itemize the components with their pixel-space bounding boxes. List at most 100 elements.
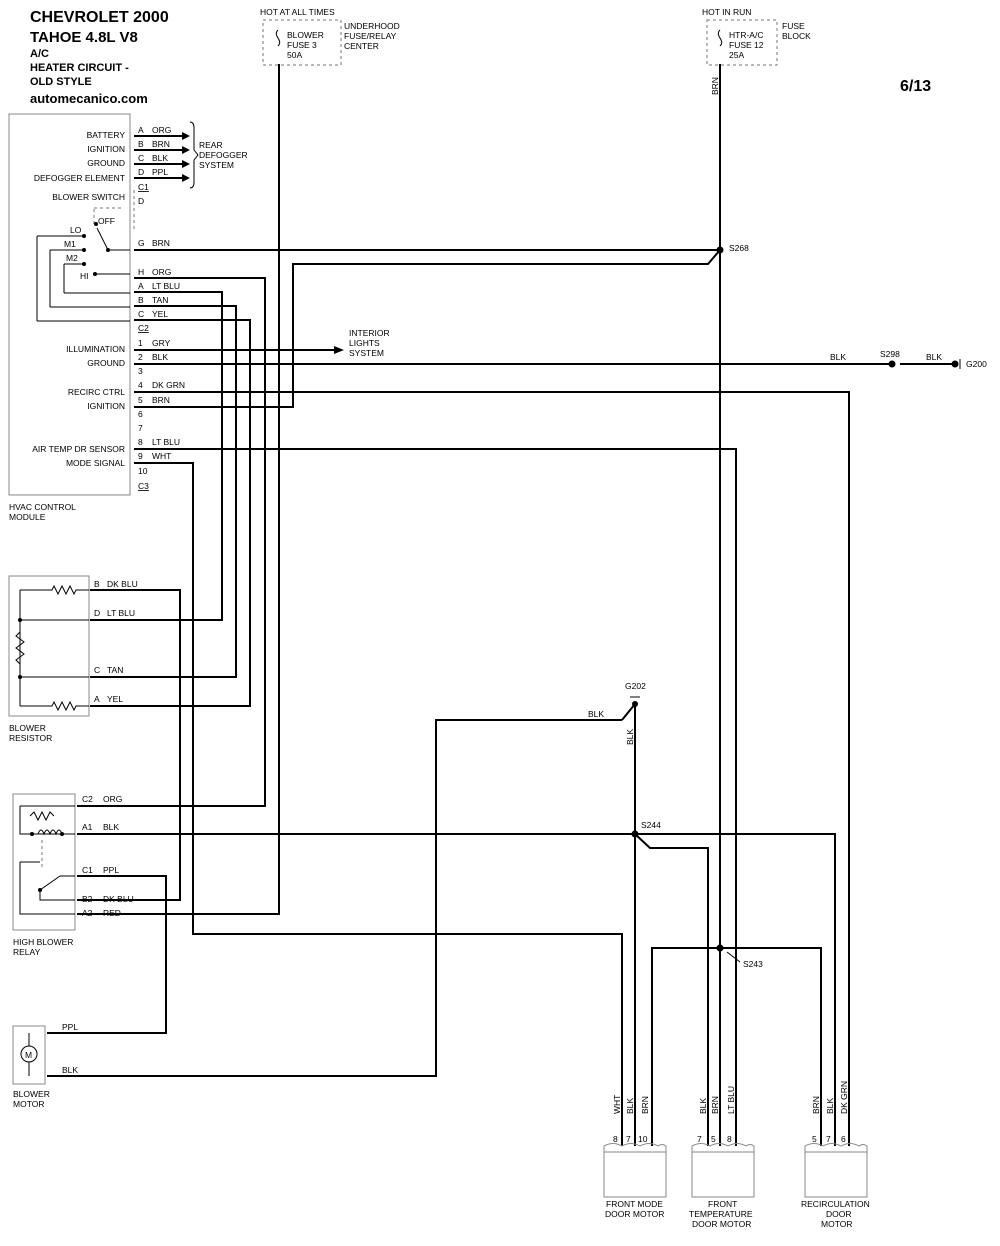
blower-resistor-box [8, 575, 90, 717]
switch-off-label: OFF [98, 216, 115, 226]
hvac-connector-c1: C1 [138, 182, 149, 192]
wire-color-h-org: ORG [152, 267, 171, 277]
site-name: automecanico.com [30, 91, 148, 106]
fuse12-name: HTR-A/C [729, 30, 763, 40]
s298-left-wire: BLK [830, 352, 846, 362]
motor-symbol: M [25, 1050, 32, 1060]
wire-color-brn-2: BRN [152, 395, 170, 405]
relay-pin-c2: C2 [82, 794, 93, 804]
recirc-name-2: DOOR [826, 1209, 852, 1219]
resistor-wire-yel: YEL [107, 694, 123, 704]
recirc-name-1: RECIRCULATION [801, 1199, 870, 1209]
switch-m2-label: M2 [66, 253, 78, 263]
blower-switch [36, 207, 130, 322]
hvac-pin: B [138, 295, 144, 305]
hvac-pin: 9 [138, 451, 143, 461]
title-style: OLD STYLE [30, 76, 92, 88]
recirc-door-motor-box [804, 1151, 868, 1198]
hvac-pin: H [138, 267, 144, 277]
hvac-pin: C [138, 153, 144, 163]
relay-wire-ppl: PPL [103, 865, 119, 875]
wire-color-org: ORG [152, 125, 171, 135]
title-make-year: CHEVROLET 2000 [30, 9, 169, 26]
wire-color-yel: YEL [152, 309, 168, 319]
relay-pin-a2: A2 [82, 908, 93, 918]
switch-m1-label: M1 [64, 239, 76, 249]
rear-defogger-label-3: SYSTEM [199, 160, 234, 170]
splice-s244 [631, 830, 639, 838]
fuse3-name: BLOWER [287, 30, 324, 40]
g200-label: G200 [966, 359, 987, 369]
wire-color-dkgrn: DK GRN [152, 380, 185, 390]
interior-lights-label-3: SYSTEM [349, 348, 384, 358]
hvac-module-name-1: HVAC CONTROL [9, 502, 76, 512]
front-mode-pin: 7 [626, 1134, 631, 1144]
relay-pin-b2: B2 [82, 894, 93, 904]
hvac-pin: 5 [138, 395, 143, 405]
front-temp-name-1: FRONT [708, 1199, 737, 1209]
ground-g202 [632, 701, 638, 707]
relay-wire-red: RED [103, 908, 121, 918]
hvac-label-battery: BATTERY [87, 130, 126, 140]
interior-lights-label-1: INTERIOR [349, 328, 390, 338]
fuse12-number: FUSE 12 [729, 40, 764, 50]
hot-in-run-label: HOT IN RUN [702, 7, 751, 17]
hvac-pin: A [138, 281, 144, 291]
hvac-label-defogger: DEFOGGER ELEMENT [34, 173, 125, 183]
relay-pin-c1: C1 [82, 865, 93, 875]
recirc-wire-brn: BRN [811, 1096, 821, 1114]
blower-resistor-name-2: RESISTOR [9, 733, 52, 743]
hvac-label-mode-signal: MODE SIGNAL [66, 458, 125, 468]
front-temp-pin: 7 [697, 1134, 702, 1144]
hvac-label-ground: GROUND [87, 158, 125, 168]
fuse12-wire-color: BRN [710, 77, 720, 95]
wire-color-blk-2: BLK [152, 352, 168, 362]
high-blower-relay-box [12, 793, 76, 931]
front-mode-door-motor-box [603, 1151, 667, 1198]
s243-leader [726, 951, 741, 963]
high-blower-relay-name-1: HIGH BLOWER [13, 937, 73, 947]
illumination-arrow [334, 346, 344, 354]
recirc-pin: 7 [826, 1134, 831, 1144]
resistor-wire-ltblu: LT BLU [107, 608, 135, 618]
hvac-pin-group: A B C D C1 D G H A B C C2 1 2 3 4 5 6 7 … [138, 125, 149, 491]
recirc-pin: 5 [812, 1134, 817, 1144]
wire-color-tan: TAN [152, 295, 168, 305]
s243-label: S243 [743, 959, 763, 969]
motor-wire-blk: BLK [62, 1065, 78, 1075]
underhood-label-3: CENTER [344, 41, 379, 51]
front-temp-name-3: DOOR MOTOR [692, 1219, 751, 1229]
splice-s298 [888, 360, 896, 368]
hot-all-times-label: HOT AT ALL TIMES [260, 7, 335, 17]
rear-defogger-label-2: DEFOGGER [199, 150, 248, 160]
page-number: 6/13 [900, 78, 931, 95]
relay-wire-dkblu: DK BLU [103, 894, 134, 904]
hvac-pin: B [138, 139, 144, 149]
front-mode-name-2: DOOR MOTOR [605, 1209, 664, 1219]
fuse-block-box [706, 19, 778, 66]
wire-color-blk: BLK [152, 153, 168, 163]
resistor-pin-a: A [94, 694, 100, 704]
g202-vertical-wire-color: BLK [625, 729, 635, 745]
fuse3-rating: 50A [287, 50, 302, 60]
title-model: TAHOE 4.8L V8 [30, 29, 138, 46]
high-blower-relay-internal [19, 805, 75, 915]
recirc-wire-dkgrn: DK GRN [839, 1081, 849, 1114]
front-temp-name-2: TEMPERATURE [689, 1209, 753, 1219]
blower-resistor-internal [15, 584, 89, 712]
underhood-label-2: FUSE/RELAY [344, 31, 397, 41]
recirc-door-motor-connector [804, 1143, 868, 1152]
hvac-label-illumination: ILLUMINATION [66, 344, 125, 354]
front-temp-door-motor-connector [691, 1143, 755, 1152]
switch-hi-label: HI [80, 271, 89, 281]
rear-defogger-label-1: REAR [199, 140, 223, 150]
front-mode-pin: 8 [613, 1134, 618, 1144]
hvac-module-name-2: MODULE [9, 512, 46, 522]
hvac-pin: D [138, 167, 144, 177]
interior-lights-label-2: LIGHTS [349, 338, 380, 348]
front-temp-wire-ltblu: LT BLU [726, 1086, 736, 1114]
hvac-pin: 4 [138, 380, 143, 390]
recirc-pin: 6 [841, 1134, 846, 1144]
front-mode-wire-blk: BLK [625, 1098, 635, 1114]
